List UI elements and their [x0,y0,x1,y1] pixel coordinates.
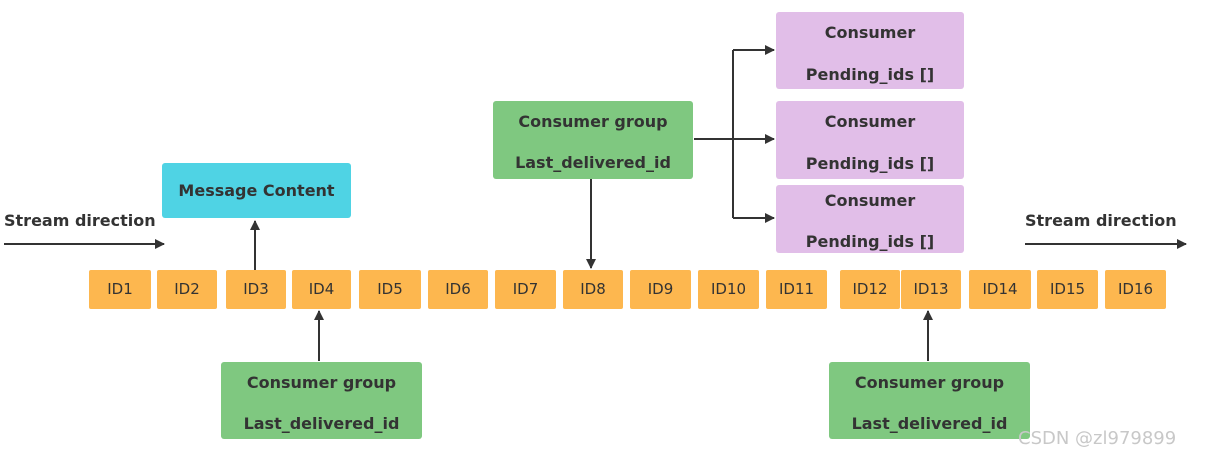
consumer-group-title: Consumer group [518,112,668,131]
message-content-box: Message Content [162,163,351,218]
message-content-label: Message Content [178,181,335,200]
consumer-box-1: Consumer Pending_ids [] [776,12,964,89]
stream-id-cell: ID8 [563,270,623,309]
consumer-group-box-left: Consumer group Last_delivered_id [221,362,422,439]
consumer-group-subtitle: Last_delivered_id [851,414,1008,433]
stream-id-cell: ID3 [226,270,286,309]
stream-id-cell: ID9 [630,270,691,309]
stream-id-cell: ID14 [969,270,1031,309]
watermark: CSDN @zl979899 [1018,428,1177,449]
stream-direction-label-right: Stream direction [1025,211,1177,230]
stream-id-cell: ID7 [495,270,556,309]
stream-id-cell: ID15 [1037,270,1098,309]
stream-id-cell: ID10 [698,270,759,309]
consumer-group-subtitle: Last_delivered_id [243,414,400,433]
consumer-group-box-top: Consumer group Last_delivered_id [493,101,693,179]
stream-id-cell: ID12 [840,270,900,309]
consumer-box-3: Consumer Pending_ids [] [776,185,964,253]
stream-id-cell: ID16 [1105,270,1166,309]
consumer-title: Consumer [824,112,916,131]
consumer-title: Consumer [824,23,916,42]
stream-id-cell: ID5 [359,270,421,309]
stream-id-cell: ID1 [89,270,151,309]
stream-id-cell: ID11 [766,270,827,309]
consumer-group-box-right: Consumer group Last_delivered_id [829,362,1030,439]
consumer-pending-ids: Pending_ids [] [805,154,935,173]
consumer-group-title: Consumer group [246,373,397,392]
consumer-box-2: Consumer Pending_ids [] [776,101,964,179]
consumer-group-title: Consumer group [854,373,1005,392]
stream-direction-label-left: Stream direction [4,211,156,230]
stream-id-cell: ID2 [157,270,217,309]
consumer-title: Consumer [824,191,916,210]
consumer-group-subtitle: Last_delivered_id [515,153,671,172]
stream-id-cell: ID4 [292,270,351,309]
consumer-pending-ids: Pending_ids [] [805,232,935,251]
consumer-pending-ids: Pending_ids [] [805,65,935,84]
stream-id-cell: ID13 [901,270,961,309]
stream-id-cell: ID6 [428,270,488,309]
